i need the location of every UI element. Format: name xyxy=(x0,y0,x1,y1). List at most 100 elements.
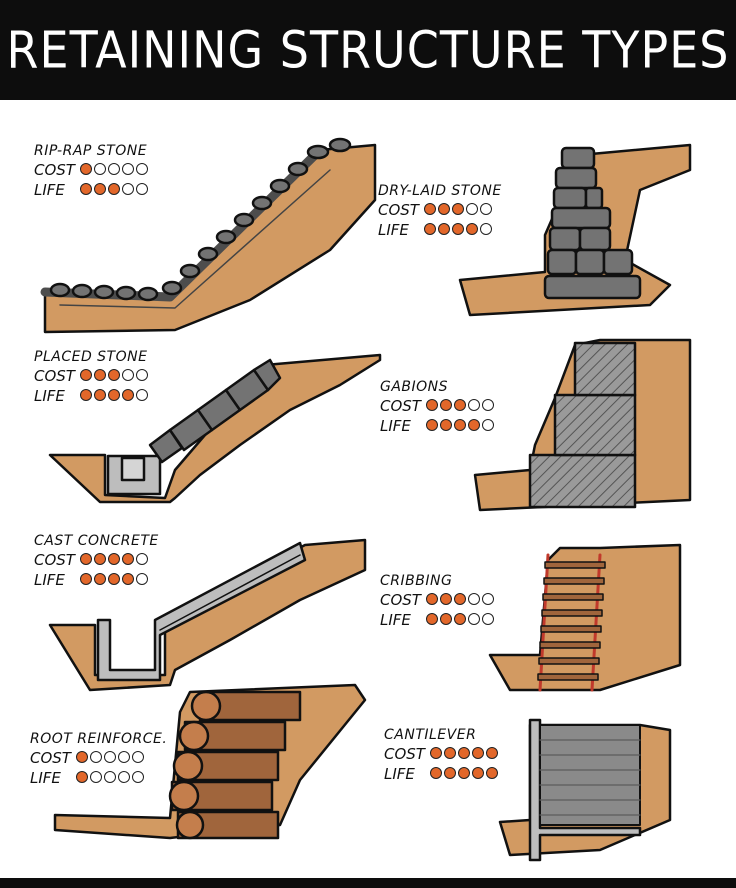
cost-row: COST xyxy=(378,200,502,220)
life-label: LIFE xyxy=(34,181,65,199)
structure-name: CANTILEVER xyxy=(384,727,477,743)
rating-dot-filled xyxy=(108,553,120,565)
rating-dot-filled xyxy=(438,203,450,215)
rating-dot-filled xyxy=(452,223,464,235)
rating-dot-empty xyxy=(466,203,478,215)
card-rip-rap: RIP-RAP STONE COST LIFE xyxy=(34,142,150,200)
rating-dot-filled xyxy=(424,203,436,215)
cost-label: COST xyxy=(380,397,421,415)
cost-row: COST xyxy=(34,550,159,570)
cost-label: COST xyxy=(34,551,75,569)
gabions-illustration xyxy=(473,338,692,512)
rating-dot-empty xyxy=(482,419,494,431)
card-cribbing: CRIBBING COST LIFE xyxy=(380,572,496,630)
illustrations xyxy=(40,137,692,862)
life-row: LIFE xyxy=(380,610,496,630)
rip-rap-stone-illustration xyxy=(40,137,377,334)
cost-rating xyxy=(430,744,500,764)
rating-dot-filled xyxy=(76,751,88,763)
life-row: LIFE xyxy=(34,570,159,590)
root-reinforce-illustration xyxy=(53,683,367,840)
life-label: LIFE xyxy=(380,611,411,629)
rating-dot-empty xyxy=(468,593,480,605)
cost-row: COST xyxy=(384,744,500,764)
cost-rating xyxy=(76,748,146,768)
rating-dot-empty xyxy=(480,223,492,235)
rating-dot-empty xyxy=(108,163,120,175)
rating-dot-filled xyxy=(94,553,106,565)
rating-dot-filled xyxy=(440,419,452,431)
page-title: RETAINING STRUCTURE TYPES xyxy=(6,20,730,80)
life-rating xyxy=(430,764,500,784)
rating-dot-filled xyxy=(466,223,478,235)
cast-concrete-illustration xyxy=(48,538,367,692)
card-placed-stone: PLACED STONE COST LIFE xyxy=(34,348,150,406)
rating-dot-empty xyxy=(104,751,116,763)
rating-dot-filled xyxy=(94,389,106,401)
cost-row: COST xyxy=(380,396,496,416)
life-label: LIFE xyxy=(380,417,411,435)
rating-dot-filled xyxy=(438,223,450,235)
rating-dot-empty xyxy=(136,553,148,565)
life-rating xyxy=(80,570,150,590)
rating-dot-filled xyxy=(426,593,438,605)
life-row: LIFE xyxy=(384,764,500,784)
card-root-reinforce: ROOT REINFORCE. COST LIFE xyxy=(30,730,167,788)
life-rating xyxy=(426,610,496,630)
structure-name: PLACED STONE xyxy=(34,349,148,365)
rating-dot-empty xyxy=(482,399,494,411)
life-rating xyxy=(76,768,146,788)
rating-dot-filled xyxy=(426,399,438,411)
cost-row: COST xyxy=(380,590,496,610)
life-label: LIFE xyxy=(34,387,65,405)
rating-dot-filled xyxy=(122,553,134,565)
rating-dot-filled xyxy=(444,767,456,779)
life-row: LIFE xyxy=(34,386,150,406)
life-row: LIFE xyxy=(34,180,150,200)
rating-dot-empty xyxy=(136,183,148,195)
life-rating xyxy=(80,386,150,406)
rating-dot-filled xyxy=(458,767,470,779)
rating-dot-filled xyxy=(486,747,498,759)
title-banner: RETAINING STRUCTURE TYPES xyxy=(0,0,736,100)
rating-dot-filled xyxy=(80,389,92,401)
cost-rating xyxy=(80,366,150,386)
rating-dot-filled xyxy=(454,399,466,411)
rating-dot-empty xyxy=(482,613,494,625)
rating-dot-filled xyxy=(80,573,92,585)
rating-dot-empty xyxy=(136,369,148,381)
life-rating xyxy=(426,416,496,436)
rating-dot-filled xyxy=(80,369,92,381)
cost-label: COST xyxy=(384,745,425,763)
cost-row: COST xyxy=(34,160,150,180)
life-rating xyxy=(80,180,150,200)
structure-name: GABIONS xyxy=(380,379,449,395)
rating-dot-empty xyxy=(136,163,148,175)
rating-dot-filled xyxy=(454,419,466,431)
cost-label: COST xyxy=(30,749,71,767)
rating-dot-filled xyxy=(440,613,452,625)
card-cast-concrete: CAST CONCRETE COST LIFE xyxy=(34,532,159,590)
card-dry-laid: DRY-LAID STONE COST LIFE xyxy=(378,182,502,240)
cost-rating xyxy=(424,200,494,220)
rating-dot-filled xyxy=(94,183,106,195)
rating-dot-empty xyxy=(122,369,134,381)
rating-dot-filled xyxy=(472,747,484,759)
rating-dot-filled xyxy=(108,183,120,195)
rating-dot-empty xyxy=(90,771,102,783)
life-label: LIFE xyxy=(34,571,65,589)
rating-dot-filled xyxy=(452,203,464,215)
rating-dot-filled xyxy=(472,767,484,779)
structure-name: CAST CONCRETE xyxy=(34,533,159,549)
rating-dot-filled xyxy=(444,747,456,759)
rating-dot-empty xyxy=(90,751,102,763)
rating-dot-filled xyxy=(454,613,466,625)
rating-dot-empty xyxy=(482,593,494,605)
cost-rating xyxy=(80,160,150,180)
rating-dot-empty xyxy=(480,203,492,215)
cost-label: COST xyxy=(378,201,419,219)
rating-dot-empty xyxy=(122,183,134,195)
cost-rating xyxy=(80,550,150,570)
rating-dot-filled xyxy=(80,553,92,565)
life-row: LIFE xyxy=(30,768,167,788)
